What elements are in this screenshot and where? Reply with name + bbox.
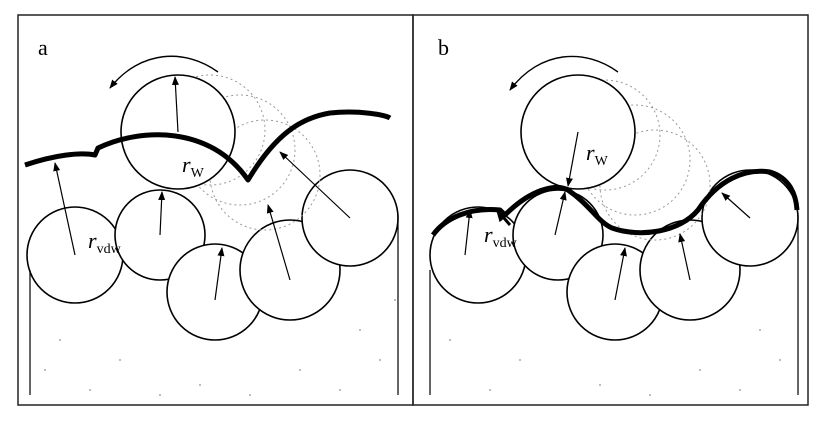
panel-b-texture [449, 329, 781, 396]
panel-a-radius-arrows [53, 76, 351, 301]
panel-a-label: a [38, 35, 48, 60]
atom-radius-arrow [721, 192, 751, 219]
atom-radius-arrow [554, 191, 567, 236]
atom-radius-arrow [614, 247, 627, 301]
panel-a: a [17, 14, 414, 406]
vdw-radius-arrow [53, 162, 76, 256]
atom-radius-arrow [678, 233, 691, 281]
panel-b-atoms [429, 169, 799, 341]
panel-a-atoms [26, 169, 399, 341]
panel-b-probe-trail [549, 79, 711, 241]
panel-b-label: b [438, 35, 449, 60]
probe-radius-label: rW [182, 152, 205, 181]
vdw-radius-label: rvdw [484, 222, 518, 251]
panel-b: b [412, 14, 809, 406]
surface-pointer-arrow [495, 208, 512, 226]
vdw-radius-arrow [464, 209, 473, 256]
panel-a-probe-trail [154, 74, 321, 231]
panel-a-texture [44, 299, 396, 396]
contact-surface-line [24, 109, 392, 183]
rotation-arrow [109, 55, 219, 89]
panel-b-frame [412, 14, 809, 406]
rotation-arrow [509, 55, 619, 91]
probe-radius-arrow [171, 76, 179, 133]
atom-radius-arrow [158, 191, 166, 236]
atom-radius-arrow [279, 151, 351, 219]
atom-radius-arrow [266, 204, 291, 281]
panel-b-radius-arrows [464, 131, 751, 301]
probe-radius-label: rW [586, 140, 609, 169]
vdw-radius-label: rvdw [88, 228, 122, 257]
atom-radius-arrow [214, 247, 225, 301]
probe-radius-arrow [566, 131, 579, 187]
